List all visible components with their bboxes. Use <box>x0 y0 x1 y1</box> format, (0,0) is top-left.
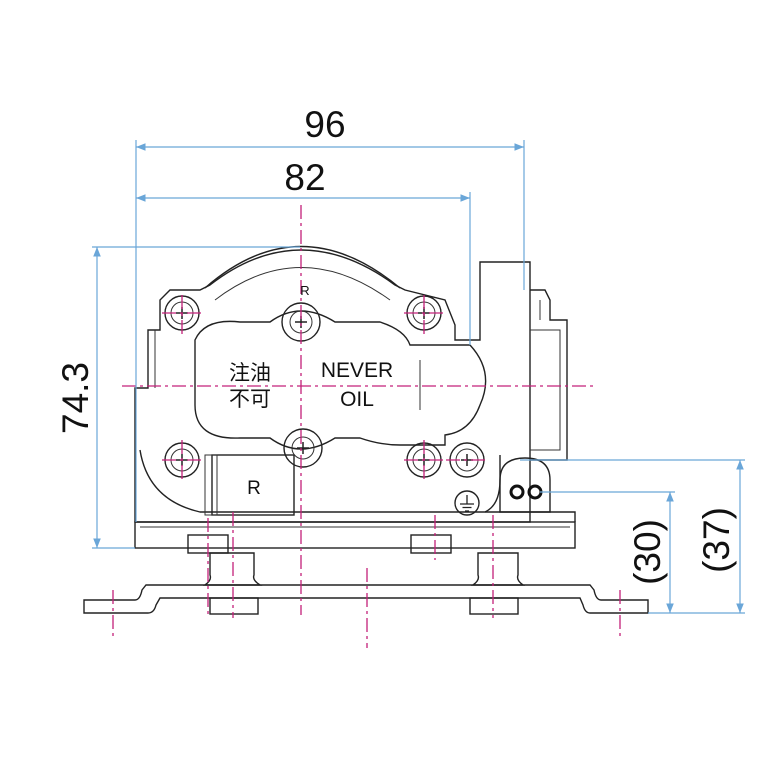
center-lines <box>112 205 621 648</box>
warning-jp-line2: 不可 <box>229 388 271 411</box>
dimension-overall-width: 96 <box>304 104 345 145</box>
warning-jp-line1: 注油 <box>229 362 271 385</box>
screw-icon <box>283 428 323 468</box>
ground-symbol-icon <box>454 490 480 516</box>
dimension-lines <box>92 140 745 614</box>
dimension-mounting-width: 82 <box>284 157 325 198</box>
mounting-feet <box>83 534 649 615</box>
dimension-cover-height: (37) <box>696 507 737 573</box>
port-outlet <box>499 457 551 513</box>
rotation-mark-bottom: R <box>247 478 261 499</box>
dimension-height: 74.3 <box>55 362 96 434</box>
rotation-mark-top: R <box>300 283 309 298</box>
warning-en-line1: NEVER <box>321 359 393 382</box>
warning-en-line2: OIL <box>340 388 374 411</box>
pump-body <box>134 245 576 549</box>
dimension-port-height: (30) <box>627 519 668 585</box>
